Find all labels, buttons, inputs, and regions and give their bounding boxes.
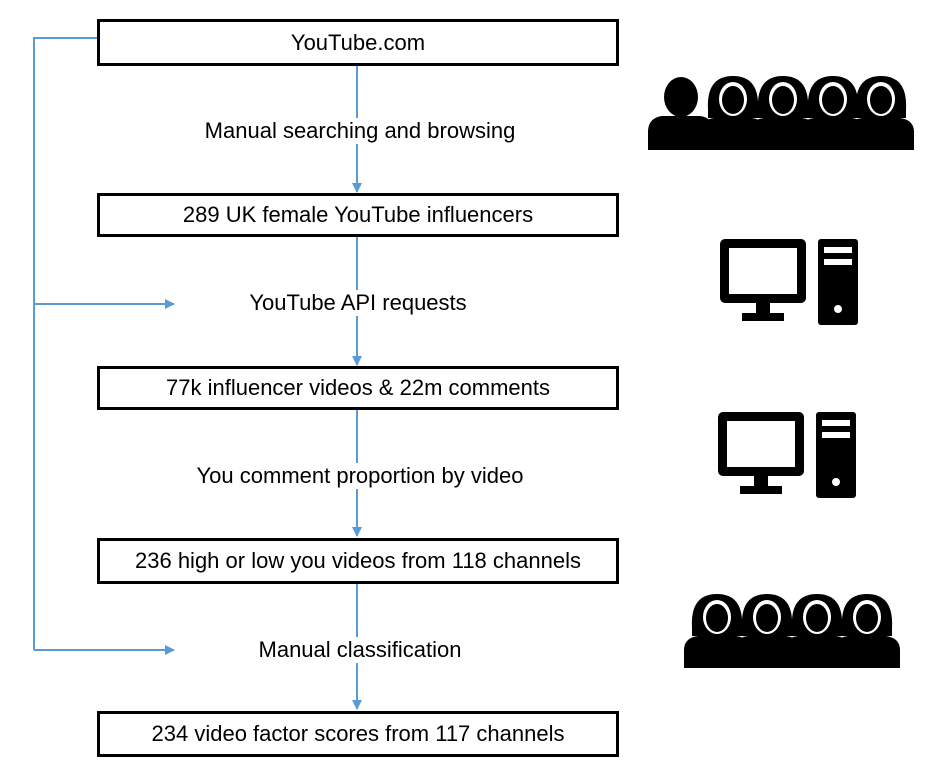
female-person-icon <box>684 594 750 668</box>
people-group-icon <box>648 76 914 150</box>
female-person-icon <box>834 594 900 668</box>
box-uk-influencers: 289 UK female YouTube influencers <box>97 193 619 237</box>
female-person-icon <box>848 76 914 150</box>
step-label-comment-proportion: You comment proportion by video <box>192 463 528 489</box>
box-youtube-com: YouTube.com <box>97 19 619 66</box>
box-high-low-videos: 236 high or low you videos from 118 chan… <box>97 538 619 584</box>
people-group-icon <box>684 594 900 668</box>
female-person-icon <box>700 76 766 150</box>
male-person-icon <box>648 77 714 150</box>
side-connector <box>33 37 97 650</box>
step-label-manual-search: Manual searching and browsing <box>200 118 520 144</box>
desktop-computer-icon <box>718 412 856 498</box>
step-label-manual-classification: Manual classification <box>254 637 466 663</box>
female-person-icon <box>734 594 800 668</box>
box-videos-comments: 77k influencer videos & 22m comments <box>97 366 619 410</box>
step-label-api-requests: YouTube API requests <box>245 290 471 316</box>
desktop-computer-icon <box>720 239 858 325</box>
box-factor-scores: 234 video factor scores from 117 channel… <box>97 711 619 757</box>
female-person-icon <box>784 594 850 668</box>
female-person-icon <box>750 76 816 150</box>
